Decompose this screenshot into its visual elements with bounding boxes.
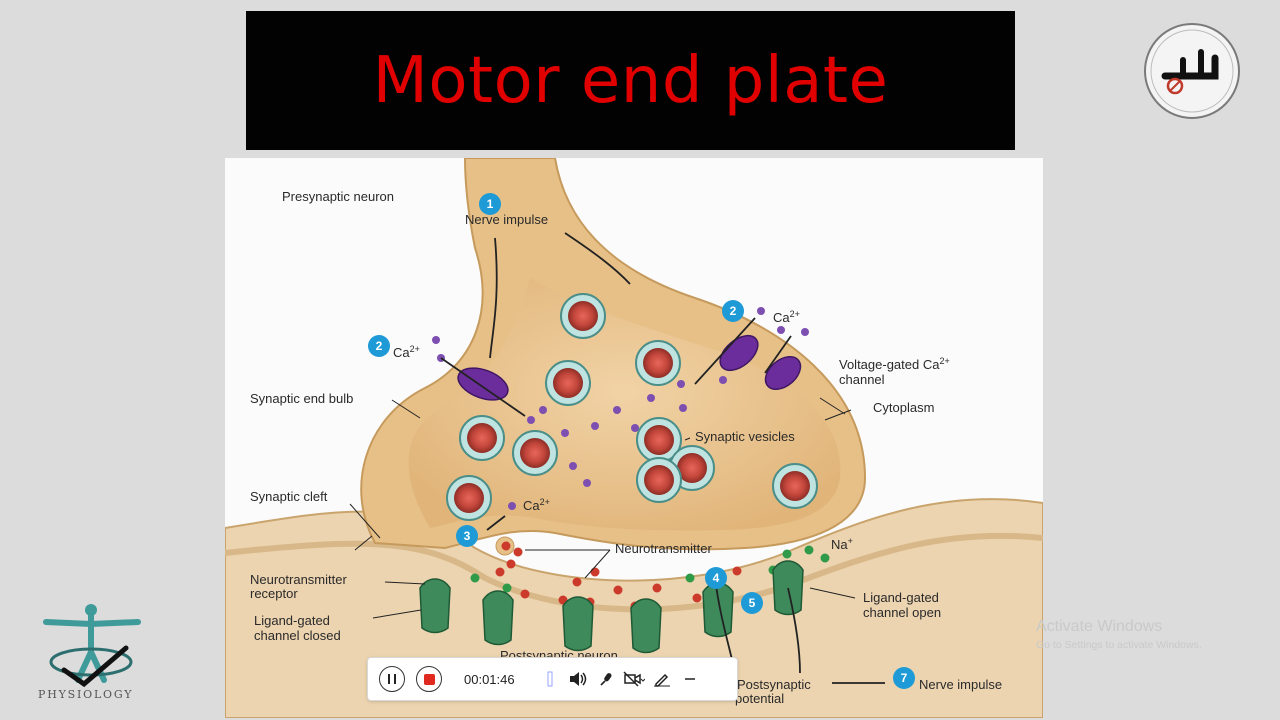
- label-nerve-impulse: Nerve impulse: [465, 212, 548, 227]
- pause-icon: [388, 674, 396, 684]
- camera-off-icon: [623, 671, 645, 687]
- label-synaptic-vesicles: Synaptic vesicles: [695, 429, 795, 444]
- level-indicator-icon: [538, 667, 562, 691]
- label-lg-open-1: Ligand-gated: [863, 590, 939, 605]
- label-postsynaptic-potential-1: Postsynaptic: [737, 677, 811, 692]
- label-synaptic-cleft: Synaptic cleft: [250, 489, 328, 504]
- voltage-gated-channels: [457, 334, 802, 401]
- synaptic-vesicles: [446, 293, 818, 556]
- slide-title: Motor end plate: [372, 43, 889, 118]
- recording-timer: 00:01:46: [464, 671, 515, 687]
- step-badge-7: 7: [893, 667, 915, 689]
- microphone-button[interactable]: [594, 667, 618, 691]
- activate-windows-watermark: Activate Windows Go to Settings to activ…: [1036, 618, 1202, 651]
- step-badge-1: 1: [479, 193, 501, 215]
- microphone-icon: [600, 673, 612, 686]
- label-cytoplasm: Cytoplasm: [873, 400, 934, 415]
- minimize-icon: [685, 678, 695, 680]
- camera-off-button[interactable]: [622, 667, 646, 691]
- label-lg-open-2: channel open: [863, 605, 941, 620]
- label-lg-closed-1: Ligand-gated: [254, 613, 330, 628]
- speaker-button[interactable]: [566, 667, 590, 691]
- physiology-logo-text: PHYSIOLOGY: [38, 688, 134, 701]
- step-badge-2-right: 2: [722, 300, 744, 322]
- label-voltage-gated-1: Voltage-gated Ca2+: [839, 356, 950, 372]
- label-synaptic-end-bulb: Synaptic end bulb: [250, 391, 353, 406]
- label-ca-right: Ca2+: [773, 309, 800, 325]
- step-number: 1: [487, 197, 494, 211]
- pen-icon: [654, 673, 670, 687]
- label-ca-left: Ca2+: [393, 344, 420, 360]
- pause-button[interactable]: [379, 666, 405, 692]
- label-na: Na+: [831, 536, 853, 552]
- step-number: 7: [901, 671, 908, 685]
- label-nerve-impulse-out: Nerve impulse: [919, 677, 1002, 692]
- activate-windows-subtitle: Go to Settings to activate Windows.: [1036, 639, 1202, 651]
- step-number: 4: [713, 571, 720, 585]
- step-number: 5: [749, 596, 756, 610]
- step-number: 2: [730, 304, 737, 318]
- label-neurotransmitter: Neurotransmitter: [615, 541, 712, 556]
- draw-button[interactable]: [650, 667, 674, 691]
- label-lg-closed-2: channel closed: [254, 628, 341, 643]
- label-ca-cleft: Ca2+: [523, 497, 550, 513]
- label-postsynaptic-potential-2: potential: [735, 691, 784, 706]
- step-number: 2: [376, 339, 383, 353]
- neurotransmitter-molecules: [495, 541, 742, 611]
- speaker-icon: [570, 672, 587, 686]
- stop-icon: [423, 673, 435, 685]
- cytoplasm: [408, 278, 841, 531]
- step-badge-3: 3: [456, 525, 478, 547]
- recording-toolbar: 00:01:46: [367, 657, 738, 701]
- step-badge-4: 4: [705, 567, 727, 589]
- label-presynaptic-neuron: Presynaptic neuron: [282, 189, 394, 204]
- step-badge-5: 5: [741, 592, 763, 614]
- label-voltage-gated-2: channel: [839, 372, 885, 387]
- physiology-figure-icon: [43, 604, 141, 688]
- stop-button[interactable]: [416, 666, 442, 692]
- physiology-logo: PHYSIOLOGY: [34, 600, 154, 710]
- calcium-ions: [432, 307, 809, 510]
- channel-logo: [1143, 22, 1241, 120]
- label-nt-receptor-1: Neurotransmitter: [250, 572, 347, 587]
- step-number: 3: [464, 529, 471, 543]
- synapse-diagram: 1 2 2 3 4 5 7 Presynaptic neuron Nerve i…: [225, 158, 1043, 718]
- ligand-gated-channels: [419, 560, 804, 654]
- step-badge-2-left: 2: [368, 335, 390, 357]
- label-nt-receptor-2: receptor: [250, 586, 298, 601]
- slide-title-bar: Motor end plate: [246, 11, 1015, 150]
- activate-windows-title: Activate Windows: [1036, 618, 1163, 635]
- minimize-button[interactable]: [678, 667, 702, 691]
